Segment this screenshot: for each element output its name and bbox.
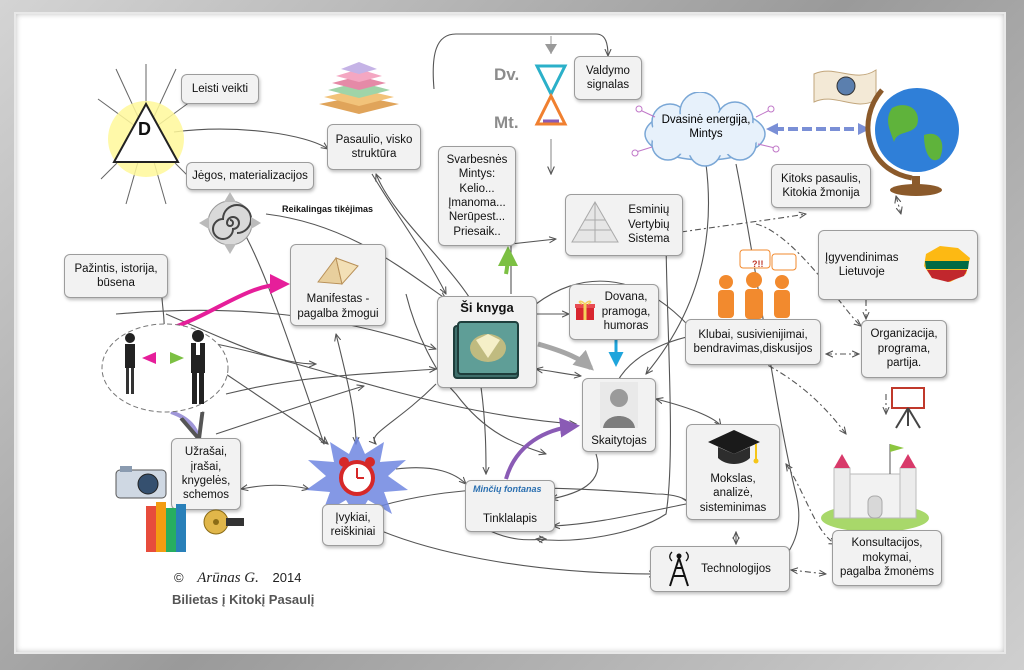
link-esminiu-kitoks: [680, 214, 806, 233]
dashed-link-group: [680, 196, 901, 574]
node-pasaulio-struktura[interactable]: Pasaulio, visko struktūra: [327, 124, 421, 170]
link-ivykiai-mokslas: [355, 487, 688, 515]
film-reel-icon: [203, 509, 244, 535]
label-reikalingas: Reikalingas tikėjimas: [282, 204, 374, 214]
link-tinklalapis-loop: [485, 528, 546, 540]
purple-arrow: [504, 417, 580, 480]
link-uzrasai-knyga: [225, 369, 436, 395]
radio-tower-icon: [669, 551, 689, 587]
link-knyga-esminiu: [510, 239, 556, 294]
reader-portrait-icon: [600, 382, 638, 428]
link-knyga-klubai: [535, 280, 696, 334]
globe-icon: [865, 88, 959, 196]
link-uzrasai-ivykiai2: [241, 485, 309, 489]
green-arrow: [497, 246, 518, 275]
link-esminiu-mokslas: [536, 233, 671, 540]
node-leisti-veikti[interactable]: Leisti veikti: [181, 74, 259, 104]
link-manifestas-skaitytojas: [405, 293, 546, 454]
copyright-year: 2014: [272, 570, 302, 585]
node-organizacija[interactable]: Organizacija, programa, partija.: [861, 320, 947, 378]
magenta-arrow: [165, 274, 290, 332]
link-esminiu-organizacija: [755, 223, 861, 326]
label-dv: Dv.: [494, 65, 520, 84]
people-dialogue-icon: [101, 323, 229, 413]
mind-map-canvas: D Leisti veikti Pasaulio, visko struktūr…: [16, 14, 1004, 652]
cloud-globe-arrowhead-left: [766, 123, 778, 135]
link-pasaulio-valdymo: [432, 33, 608, 90]
graduation-cap-icon: [708, 430, 760, 464]
link-people-skaitytojas: [215, 343, 576, 424]
spiral-arrows-icon: [199, 192, 261, 254]
link-people-knyga: [115, 309, 436, 349]
cloud-globe-arrowhead-right: [858, 123, 870, 135]
book-icon: [453, 321, 519, 379]
link-ivykiai-tinklalapis: [395, 467, 466, 484]
castle-icon: [821, 444, 929, 532]
link-klubai-castle: [755, 358, 846, 434]
label-alert-marks: ?!!: [752, 259, 764, 269]
link-technologijos-konsultacijos: [791, 570, 826, 574]
link-mokslas-tinklalapis: [553, 503, 687, 526]
node-uzrasai[interactable]: Užrašai, įrašai, knygelės, schemos: [171, 438, 241, 510]
easel-icon: [891, 387, 925, 429]
node-konsultacijos[interactable]: Konsultacijos, mokymai, pagalba žmonėms: [832, 530, 942, 586]
link-knyga-tinklalapis: [480, 386, 486, 474]
node-tinklalapis[interactable]: Tinklalapis: [465, 480, 555, 532]
node-ivykiai[interactable]: Įvykiai, reiškiniai: [322, 504, 384, 546]
node-jegos[interactable]: Jėgos, materializacijos: [186, 162, 314, 190]
alarm-clock-icon: [306, 436, 408, 518]
hourglass-icon: [534, 36, 568, 126]
layered-pyramid-icon: [319, 62, 399, 114]
copyright-line: © Arūnas G. 2014: [174, 570, 301, 587]
gray-thick-arrow: [537, 341, 594, 371]
link-skaitytojas-tinklalapis: [551, 453, 599, 499]
camera-icon: [115, 466, 167, 499]
label-mt: Mt.: [494, 113, 519, 132]
books-icon: [146, 502, 186, 552]
node-svarbesnes[interactable]: Svarbesnės Mintys: Kelio... Įmanoma... N…: [438, 146, 516, 246]
link-cloud-skaitytojas: [646, 163, 710, 374]
manifest-paper-icon: [317, 256, 359, 286]
node-valdymo[interactable]: Valdymo signalas: [574, 56, 642, 100]
thought-cloud-icon: [631, 92, 780, 167]
flag-icon: [813, 69, 877, 105]
link-uzrasai-ivykiai: [215, 386, 364, 435]
people-group-icon: [718, 249, 797, 319]
triangle-d-icon: [97, 64, 195, 205]
lavender-arrow: [170, 410, 199, 439]
link-skaitytojas-mokslas: [656, 399, 721, 426]
link-triangle-pasaulio: [173, 128, 328, 149]
triangle-letter: D: [138, 119, 151, 139]
node-technologijos[interactable]: Technologijos: [650, 546, 790, 592]
link-pasaulio-knyga: [371, 173, 446, 294]
connector-layer: [115, 33, 1004, 652]
link-mokslas-konsultacijos: [786, 464, 836, 544]
node-klubai[interactable]: Klubai, susivienijimai, bendravimas,disk…: [685, 319, 821, 365]
copyright-symbol: ©: [174, 570, 184, 585]
link-manifestas-ivykiai: [336, 334, 356, 444]
footer-subtitle: Bilietas į Kitokį Pasaulį: [172, 592, 315, 607]
site-logo-text: Minčių fontanas: [473, 484, 542, 494]
gift-icon: [575, 300, 595, 320]
link-knyga-ivykiai: [374, 383, 437, 444]
link-people-manifestas: [165, 313, 316, 364]
link-globe-kitoks: [896, 196, 901, 214]
author-signature: Arūnas G.: [197, 570, 259, 586]
node-manifestas[interactable]: Manifestas - pagalba žmogui: [290, 244, 386, 326]
node-kitoks[interactable]: Kitoks pasaulis, Kitokia žmonija: [771, 164, 871, 208]
lithuania-map-icon: [924, 246, 970, 282]
node-dvasine[interactable]: Dvasinė energija, Mintys: [661, 114, 751, 140]
values-pyramid-icon: [571, 200, 619, 243]
link-knyga-skaitytojas: [536, 369, 581, 376]
node-pazintis[interactable]: Pažintis, istorija, būsena: [64, 254, 168, 298]
